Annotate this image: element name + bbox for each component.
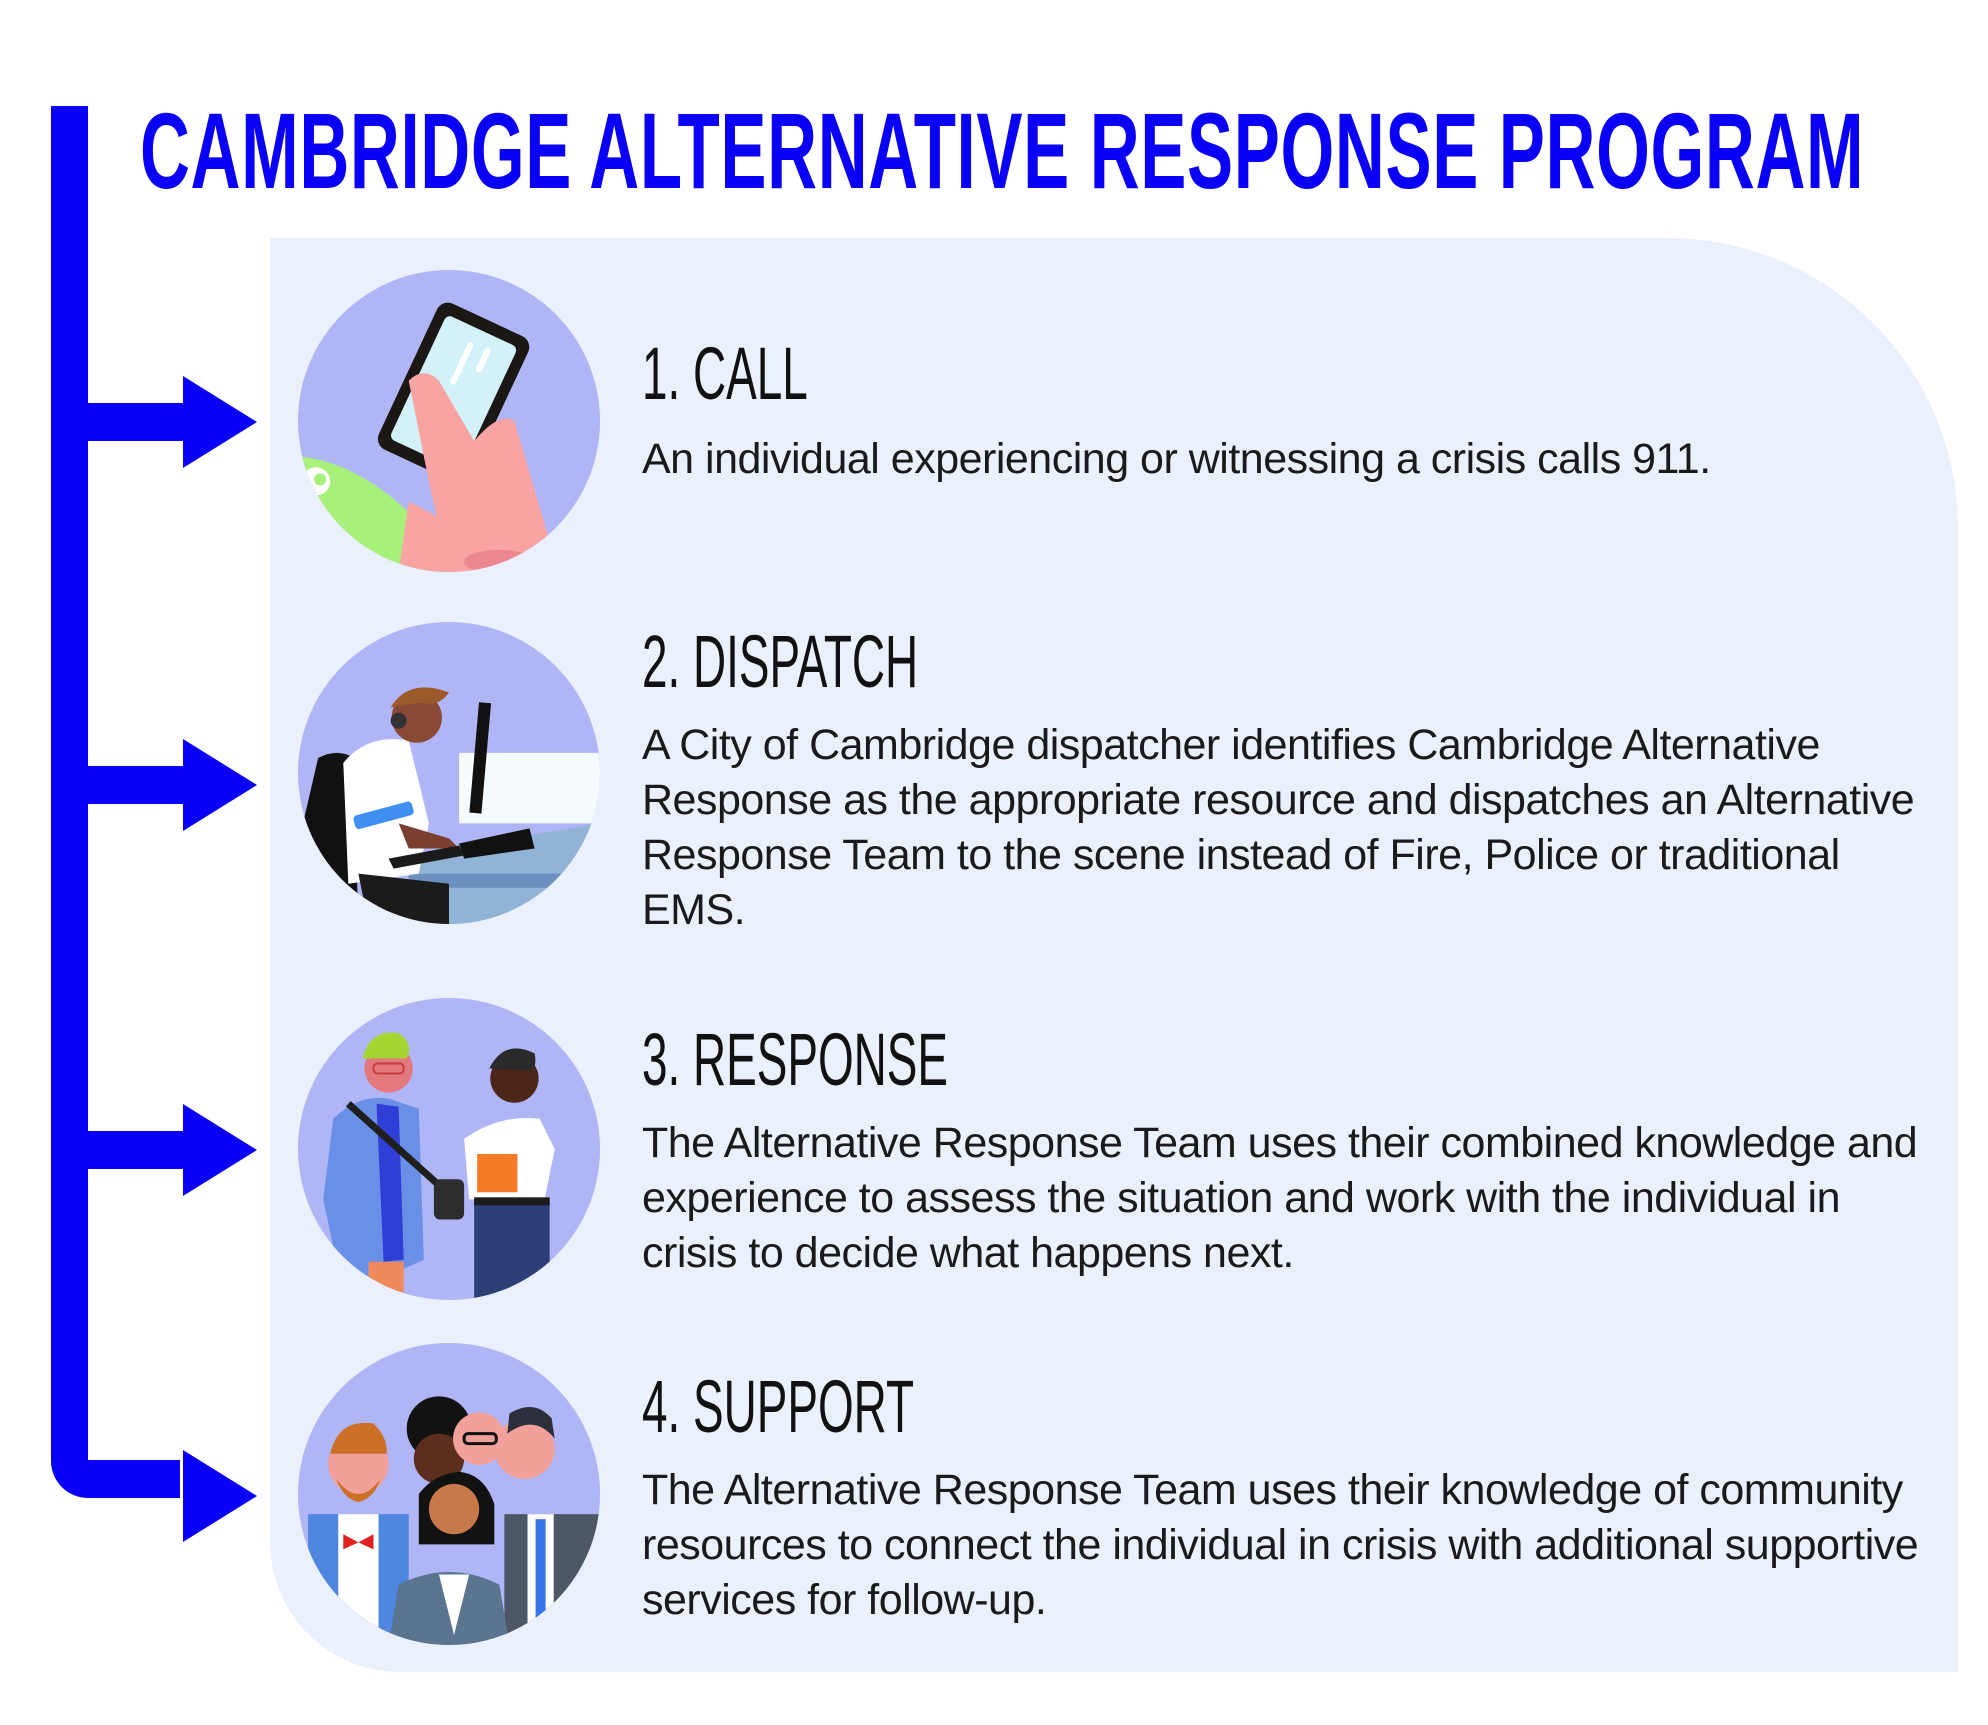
arrow-step-3 — [88, 1104, 257, 1196]
step-description: The Alternative Response Team uses their… — [642, 1119, 1918, 1277]
arrow-step-2 — [88, 739, 257, 831]
step-heading: 2. DISPATCH — [642, 620, 919, 703]
step-description: The Alternative Response Team uses their… — [642, 1466, 1919, 1624]
page-title: CAMBRIDGE ALTERNATIVE RESPONSE PROGRAM — [140, 90, 1865, 211]
flow-line — [51, 106, 180, 1498]
two-people-talking-icon — [298, 998, 600, 1300]
step-description: A City of Cambridge dispatcher identifie… — [642, 721, 1915, 934]
step-heading: 4. SUPPORT — [642, 1365, 914, 1448]
step-heading: 3. RESPONSE — [642, 1018, 948, 1101]
step-description: An individual experiencing or witnessing… — [642, 435, 1711, 483]
dispatcher-at-computer-icon — [298, 622, 600, 924]
arrow-step-1 — [88, 376, 257, 468]
step-heading: 1. CALL — [642, 332, 808, 415]
group-of-people-icon — [298, 1343, 600, 1645]
hand-holding-phone-icon — [298, 270, 600, 572]
flow-rail — [51, 106, 257, 1542]
arrow-step-4 — [183, 1450, 257, 1542]
